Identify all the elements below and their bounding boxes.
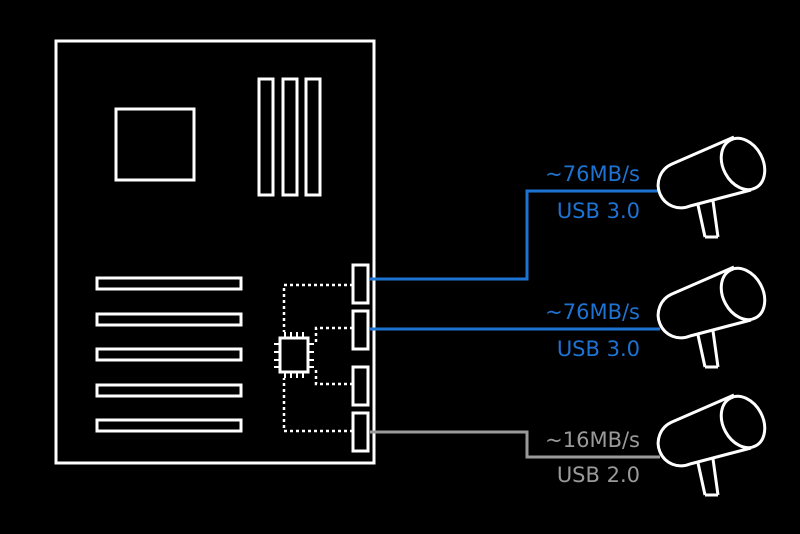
expansion-slots [95, 276, 243, 433]
usb-port [351, 365, 370, 407]
cpu-socket [114, 107, 196, 182]
usb-port [351, 309, 370, 351]
ram-slot [281, 77, 299, 197]
expansion-slot [95, 347, 243, 362]
connection-speed-label: ~16MB/s [545, 428, 640, 452]
ram-slot [257, 77, 275, 197]
internal-traces [282, 283, 353, 433]
usb2-cable [370, 430, 660, 459]
usb-ports [351, 263, 370, 453]
usb3-cable [370, 189, 660, 281]
camera-sensor-icon [656, 265, 767, 369]
camera-sensor-icon [656, 135, 767, 239]
camera-sensor-icon [656, 393, 767, 497]
connection-speed-label: ~76MB/s [545, 300, 640, 324]
expansion-slot [95, 383, 243, 398]
usb-port [351, 411, 370, 453]
usb-port [351, 263, 370, 305]
expansion-slot [95, 418, 243, 433]
ram-slots [257, 77, 322, 197]
expansion-slot [95, 276, 243, 291]
connection-speed-label: ~76MB/s [545, 162, 640, 186]
connection-type-label: USB 3.0 [557, 337, 640, 361]
motherboard-icon [54, 39, 376, 465]
connection-type-label: USB 2.0 [557, 463, 640, 487]
connection-type-label: USB 3.0 [557, 199, 640, 223]
expansion-slot [95, 312, 243, 327]
ram-slot [304, 77, 322, 197]
motherboard-outline [54, 39, 376, 465]
usb-controller-chip [274, 332, 314, 378]
